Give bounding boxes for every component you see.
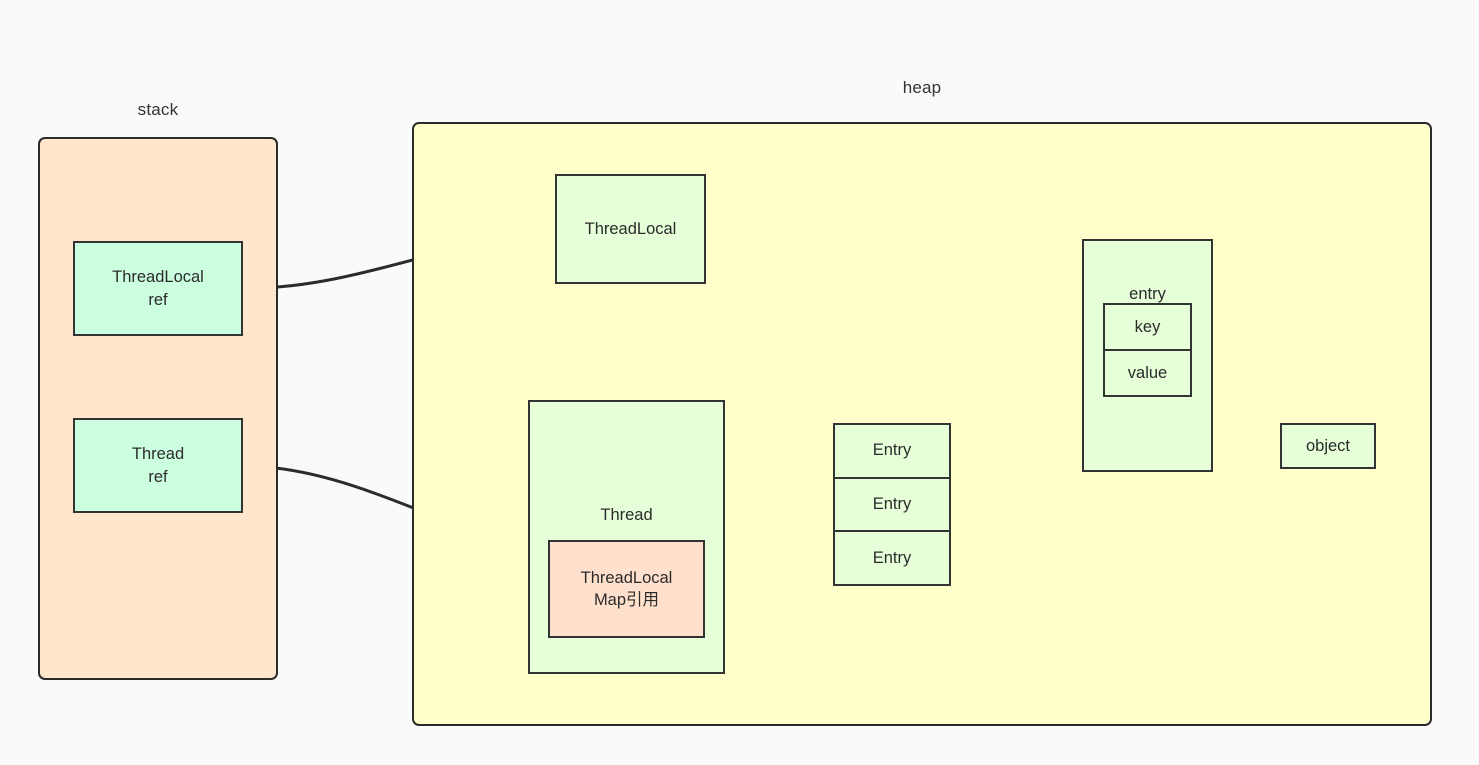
node-threadlocal-ref[interactable]: ThreadLocal ref xyxy=(73,241,243,336)
entry-list-item[interactable]: Entry xyxy=(835,425,949,479)
node-entry-label: entry xyxy=(1129,285,1166,304)
key-cell[interactable]: key xyxy=(1105,305,1190,351)
node-thread-label: Thread xyxy=(600,506,653,525)
key-value-box[interactable]: key value xyxy=(1103,303,1192,397)
value-cell[interactable]: value xyxy=(1127,363,1168,382)
entry-list[interactable]: Entry Entry Entry xyxy=(833,423,951,586)
entry-list-item[interactable]: Entry xyxy=(872,548,912,567)
stack-label: stack xyxy=(137,100,179,119)
heap-label: heap xyxy=(902,78,942,97)
node-threadlocal[interactable]: ThreadLocal xyxy=(555,174,706,284)
node-thread-ref[interactable]: Thread ref xyxy=(73,418,243,513)
entry-list-item[interactable]: Entry xyxy=(835,479,949,533)
stack-region xyxy=(38,137,278,680)
node-threadlocalmap-ref[interactable]: ThreadLocal Map引用 xyxy=(548,540,705,638)
node-object[interactable]: object xyxy=(1280,423,1376,469)
